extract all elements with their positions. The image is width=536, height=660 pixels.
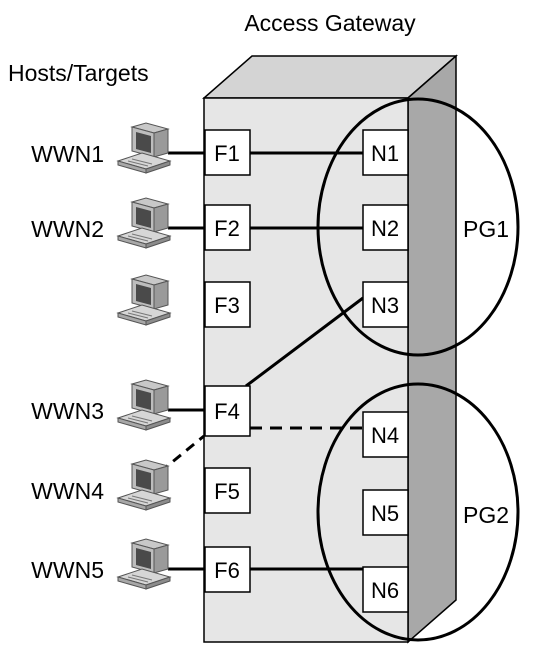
- computer-icon: [117, 197, 171, 249]
- f-ports: F1 F2 F3 F4 F5 F6: [204, 129, 251, 593]
- n-port-label: N3: [371, 293, 399, 318]
- f-port-f4: F4: [204, 385, 251, 437]
- n-port-label: N2: [371, 216, 399, 241]
- f-port-f5: F5: [204, 467, 251, 514]
- computer-icon: [117, 274, 171, 326]
- hosts: [117, 122, 171, 590]
- n-port-n2: N2: [362, 204, 409, 251]
- n-port-label: N5: [371, 501, 399, 526]
- f-port-f6: F6: [204, 546, 251, 593]
- port-group-2-label: PG2: [463, 502, 509, 528]
- f-port-f1: F1: [204, 129, 251, 176]
- f-port-f3: F3: [204, 281, 251, 328]
- n-port-n4: N4: [362, 411, 409, 458]
- f-port-f2: F2: [204, 204, 251, 251]
- computer-icon: [117, 122, 171, 174]
- host-wwn-label: WWN2: [31, 216, 104, 242]
- computer-icon: [117, 459, 171, 511]
- host-wwn-label: WWN4: [31, 478, 104, 504]
- host-wwn-label: WWN1: [31, 141, 104, 167]
- computer-icon: [117, 538, 171, 590]
- f-port-label: F5: [214, 479, 240, 504]
- n-port-n3: N3: [362, 281, 409, 328]
- n-port-label: N1: [371, 141, 399, 166]
- host-wwn-label: WWN3: [31, 398, 104, 424]
- n-port-label: N6: [371, 578, 399, 603]
- computer-icon: [117, 379, 171, 431]
- hosts-heading: Hosts/Targets: [8, 60, 149, 86]
- n-port-n5: N5: [362, 489, 409, 536]
- host-labels: WWN1 WWN2 WWN3 WWN4 WWN5: [31, 141, 104, 583]
- f-port-label: F2: [214, 216, 240, 241]
- gateway-title: Access Gateway: [244, 10, 416, 36]
- f-port-label: F1: [214, 141, 240, 166]
- port-group-2-ellipse: [316, 382, 520, 642]
- n-ports: N1 N2 N3 N4 N5 N6: [362, 129, 409, 613]
- f-port-label: F3: [214, 293, 240, 318]
- f-port-label: F6: [214, 558, 240, 583]
- f-port-label: F4: [214, 399, 240, 424]
- n-port-label: N4: [371, 423, 399, 448]
- n-port-n6: N6: [362, 566, 409, 613]
- port-group-1-label: PG1: [463, 216, 509, 242]
- port-group-1-ellipse: [316, 97, 520, 357]
- host-wwn-label: WWN5: [31, 557, 104, 583]
- n-port-n1: N1: [362, 129, 409, 176]
